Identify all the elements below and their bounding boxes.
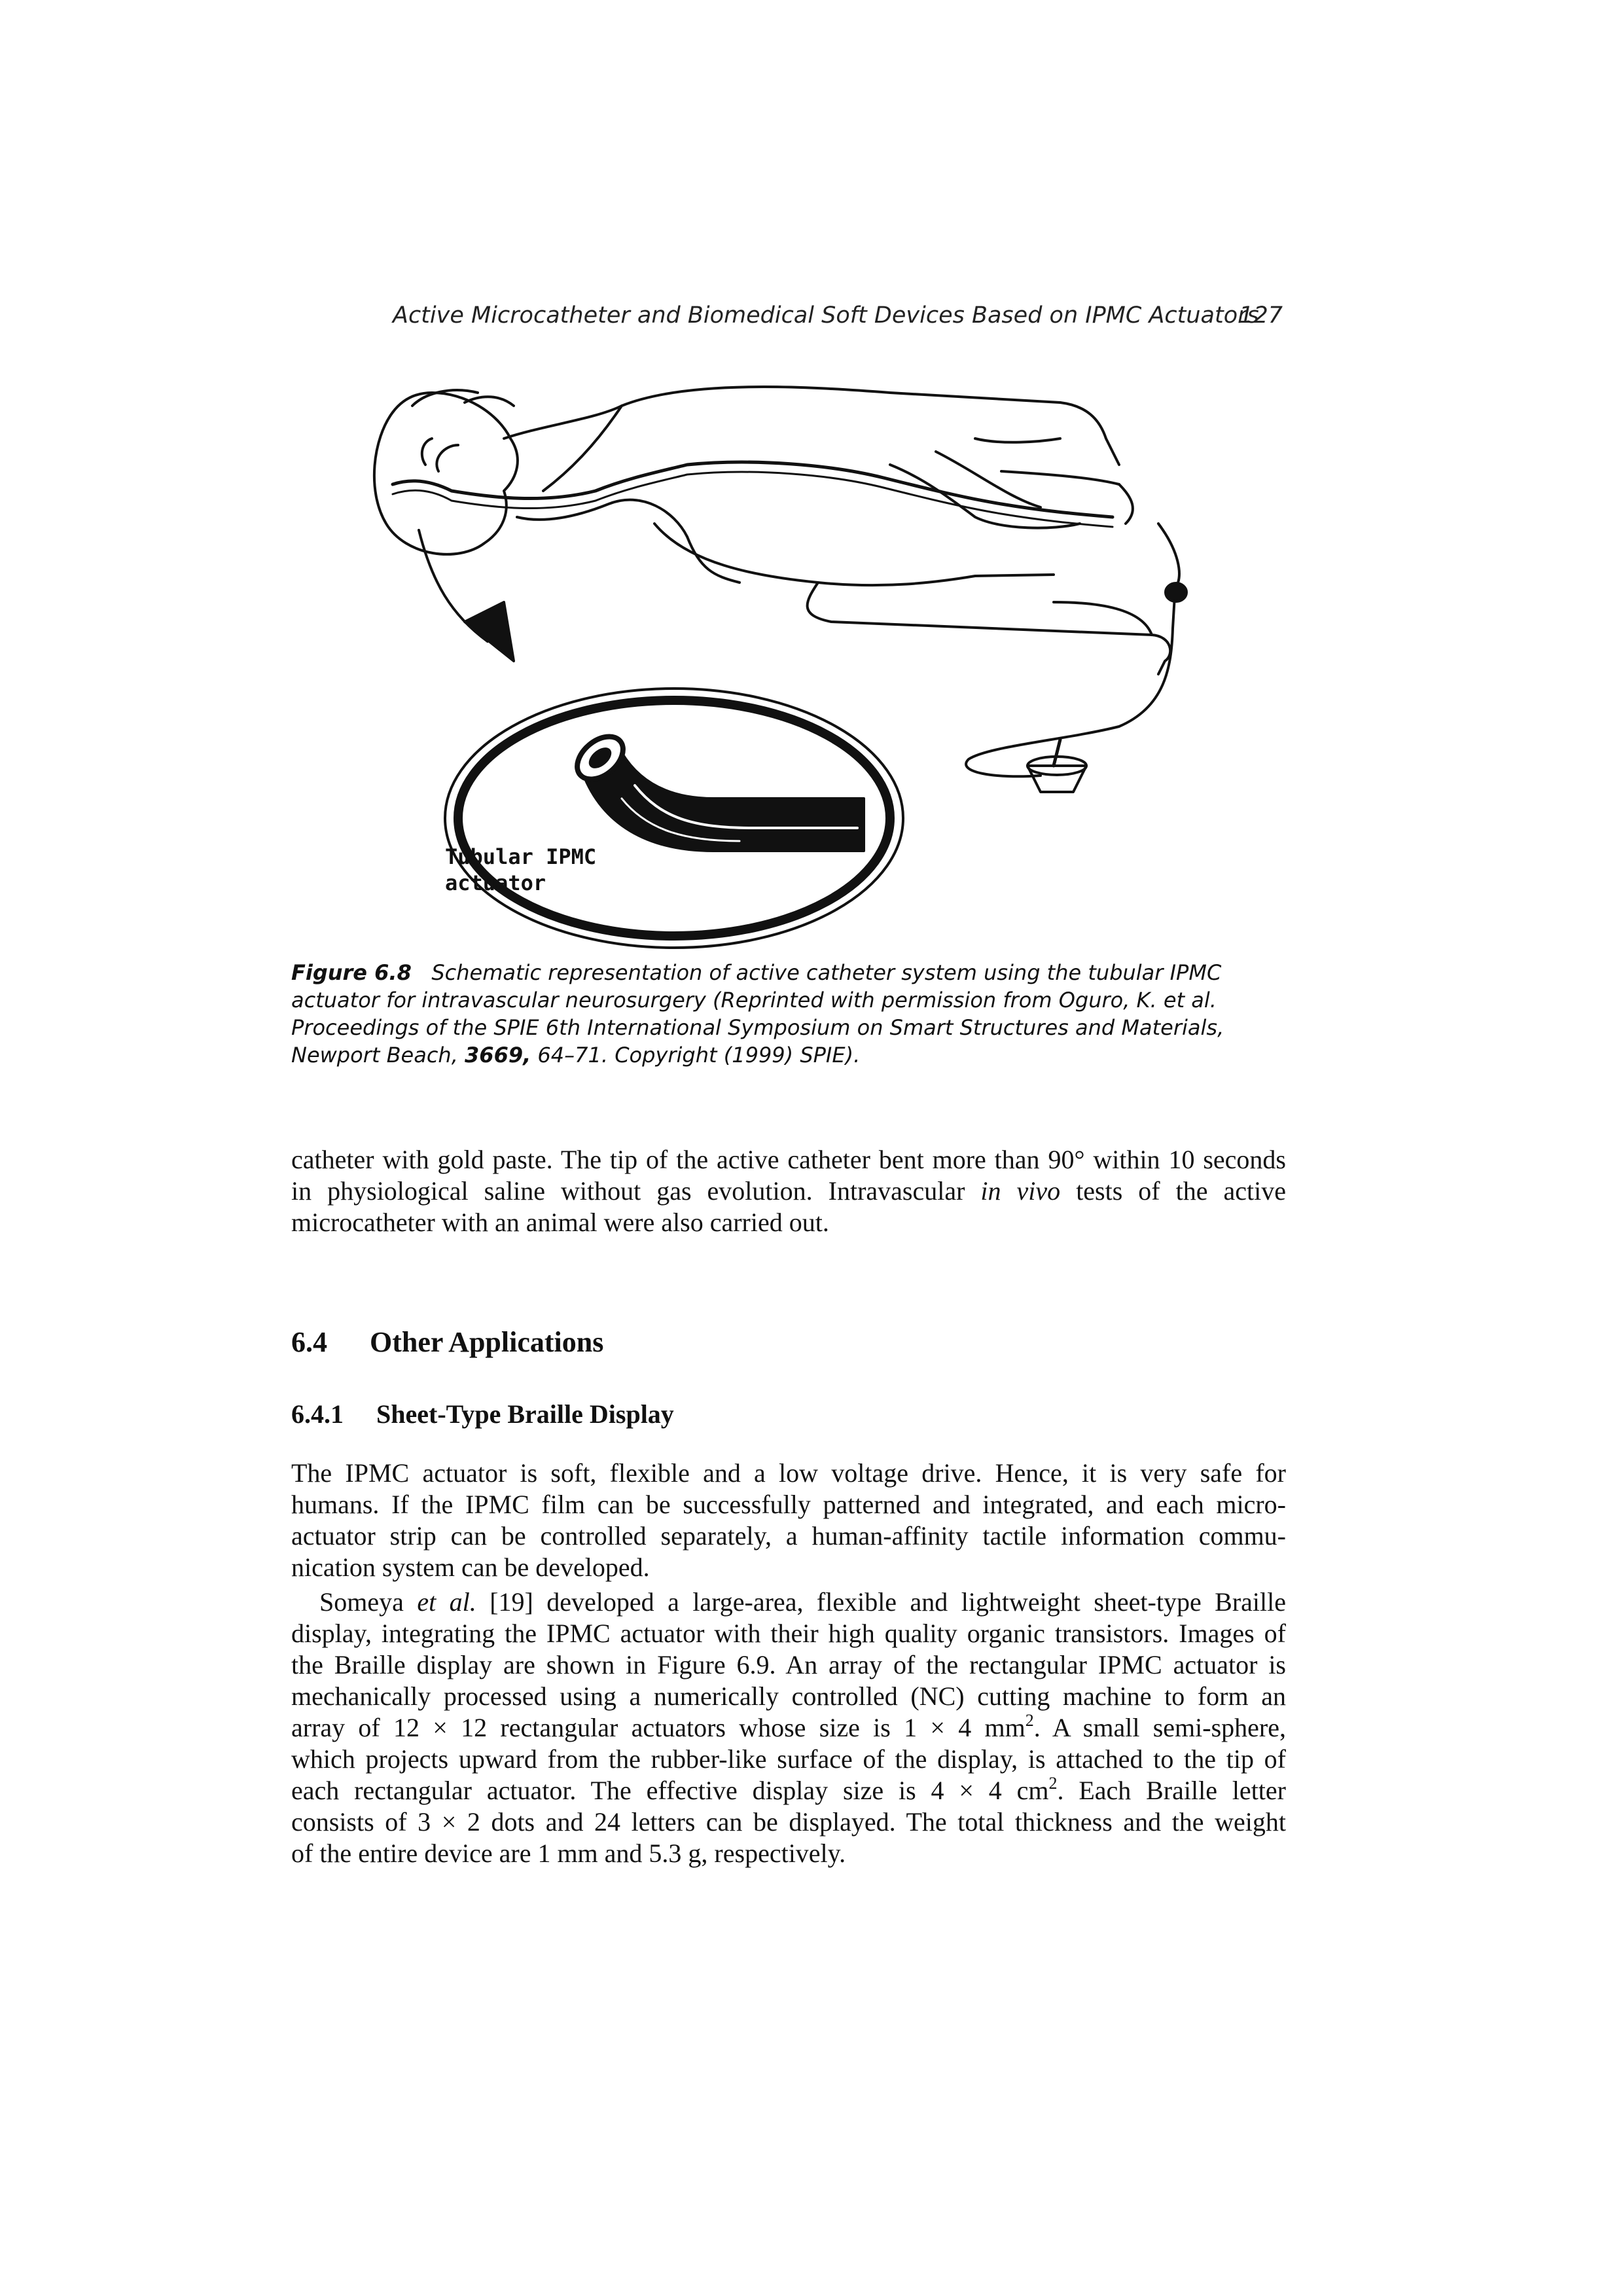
inset-outer-ellipse: [454, 696, 895, 941]
inset-label-line1: Tubular IPMC: [445, 844, 596, 869]
text-segment: each rectangular actuator. The effective…: [291, 1776, 1049, 1805]
section-number: 6.4: [291, 1326, 327, 1358]
caption-label: Figure 6.8: [291, 960, 412, 985]
patient-body-outline: [503, 386, 1061, 440]
subsection-number: 6.4.1: [291, 1399, 344, 1429]
text-segment: in physiological saline without gas evol…: [291, 1176, 965, 1206]
text-line: catheter with gold paste. The tip of the…: [291, 1145, 1286, 1174]
text-line: of the entire device are 1 mm and 5.3 g,…: [291, 1839, 846, 1868]
italic-term: et al.: [417, 1587, 476, 1617]
superscript: 2: [1048, 1774, 1058, 1793]
figure-caption: Figure 6.8 Schematic representation of a…: [291, 959, 1286, 1069]
text-line: in physiological saline without gas evol…: [291, 1175, 1286, 1207]
text-line: display, integrating the IPMC actuator w…: [291, 1619, 1286, 1648]
text-segment: . A small semi-sphere,: [1033, 1713, 1286, 1742]
text-segment: Someya: [319, 1587, 404, 1617]
text-line: consists of 3 × 2 dots and 24 letters ca…: [291, 1807, 1286, 1837]
paragraph-1: catheter with gold paste. The tip of the…: [291, 1144, 1286, 1238]
subsection-heading: 6.4.1 Sheet-Type Braille Display: [291, 1399, 1273, 1429]
caption-volume: 3669,: [465, 1043, 531, 1067]
text-segment: . Each Braille letter: [1057, 1776, 1287, 1805]
inset-label-line2: actuator: [445, 870, 546, 895]
text-line: Someya et al. [19] developed a large-are…: [291, 1587, 1286, 1618]
caption-text: Schematic representation of active cathe…: [291, 960, 1224, 1067]
text-segment: tests of the active: [1076, 1176, 1287, 1206]
text-line: microcatheter with an animal were also c…: [291, 1208, 829, 1237]
catheter-connector-icon: [1164, 582, 1188, 603]
paragraph-3: Someya et al. [19] developed a large-are…: [291, 1587, 1286, 1869]
text-line: humans. If the IPMC film can be successf…: [291, 1490, 1286, 1519]
text-segment: [19] developed a large-area, flexible an…: [490, 1587, 1287, 1617]
text-line: array of 12 × 12 rectangular actuators w…: [291, 1712, 1286, 1744]
page-number: 127: [1239, 302, 1283, 329]
catheter-system-illustration: Tubular IPMC actuator: [372, 386, 1188, 949]
catheter-path: [391, 460, 1115, 519]
running-header: Active Microcatheter and Biomedical Soft…: [393, 302, 1283, 342]
catheter-tube: [1157, 522, 1181, 590]
figure-6-8: Tubular IPMC actuator: [347, 367, 1289, 956]
running-title: Active Microcatheter and Biomedical Soft…: [393, 302, 1259, 329]
section-title: Other Applications: [370, 1326, 604, 1358]
text-line: The IPMC actuator is soft, flexible and …: [291, 1458, 1286, 1488]
text-line: the Braille display are shown in Figure …: [291, 1650, 1286, 1679]
caption-tail: 64–71. Copyright (1999) SPIE).: [537, 1043, 861, 1067]
section-heading: 6.4 Other Applications: [291, 1325, 1273, 1359]
italic-term: in vivo: [980, 1176, 1061, 1206]
text-line: which projects upward from the rubber-li…: [291, 1744, 1286, 1774]
paragraph-2: The IPMC actuator is soft, flexible and …: [291, 1458, 1286, 1583]
text-line: mechanically processed using a numerical…: [291, 1681, 1286, 1711]
patient-head-outline: [372, 391, 519, 556]
text-line: each rectangular actuator. The effective…: [291, 1775, 1286, 1806]
text-segment: array of 12 × 12 rectangular actuators w…: [291, 1713, 1026, 1742]
tubular-ipmc-actuator-illustration: [575, 734, 865, 852]
superscript: 2: [1025, 1711, 1034, 1730]
text-line: nication system can be developed.: [291, 1552, 650, 1582]
controller-unit-icon: [1026, 738, 1088, 793]
text-line: actuator strip can be controlled separat…: [291, 1521, 1286, 1551]
subsection-title: Sheet-Type Braille Display: [376, 1399, 674, 1429]
